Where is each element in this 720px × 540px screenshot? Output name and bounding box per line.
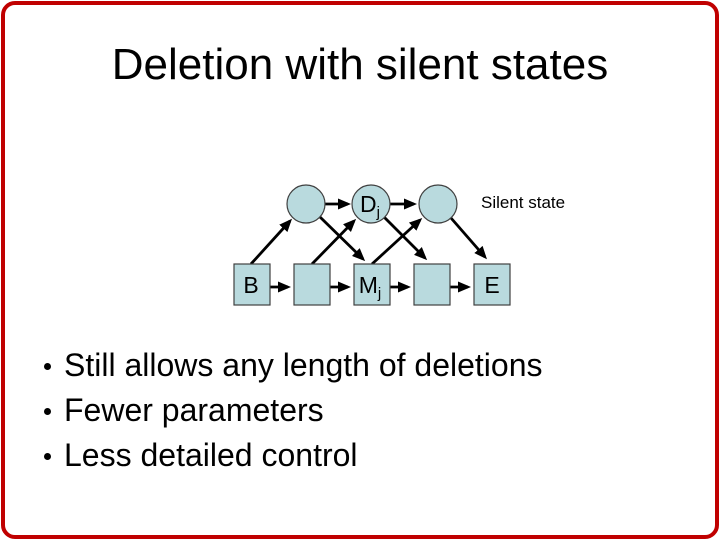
silent-states-row: [286, 184, 458, 224]
list-item: Fewer parameters: [44, 388, 543, 433]
bullet-text-3: Less detailed control: [64, 437, 358, 473]
arrow-begin-to-silent1: [249, 218, 293, 265]
begin-state-node: [233, 263, 271, 306]
match-state-label: Mj: [359, 272, 382, 302]
arrow-delete-to-square4: [383, 216, 428, 261]
list-item: Less detailed control: [44, 433, 543, 478]
silent-state-annotation: Silent state: [481, 193, 565, 212]
list-item: Still allows any length of deletions: [44, 343, 543, 388]
silent-state-node-left: [286, 184, 326, 224]
bullet-text-2: Fewer parameters: [64, 392, 324, 428]
bullet-icon: [44, 453, 51, 460]
match-state-node-j: [353, 263, 391, 306]
match-state-node-2: [293, 263, 331, 306]
slide-title: Deletion with silent states: [111, 40, 609, 89]
arrow-silent1-to-match: [319, 215, 366, 262]
bullet-text-1: Still allows any length of deletions: [64, 347, 543, 383]
end-state-node: [473, 263, 511, 306]
silent-state-node-right: [418, 184, 458, 224]
bullet-list: Still allows any length of deletions Few…: [44, 343, 543, 478]
arrow-square2-to-delete: [310, 218, 357, 265]
match-states-row: [233, 263, 511, 306]
match-state-label-base: M: [359, 272, 378, 298]
arrow-silent3-to-end: [449, 217, 487, 260]
delete-state-label: Dj: [360, 191, 380, 221]
bullet-icon: [44, 408, 51, 415]
match-state-label-subscript: j: [377, 285, 381, 302]
match-state-node-4: [413, 263, 451, 306]
end-state-label: E: [484, 272, 499, 298]
delete-state-node: [351, 184, 391, 224]
delete-state-label-subscript: j: [376, 204, 380, 221]
begin-state-label: B: [243, 272, 258, 298]
delete-state-label-base: D: [360, 191, 377, 217]
bullet-icon: [44, 363, 51, 370]
transition-arrows: [249, 198, 487, 293]
arrow-match-to-silent3: [371, 217, 423, 266]
